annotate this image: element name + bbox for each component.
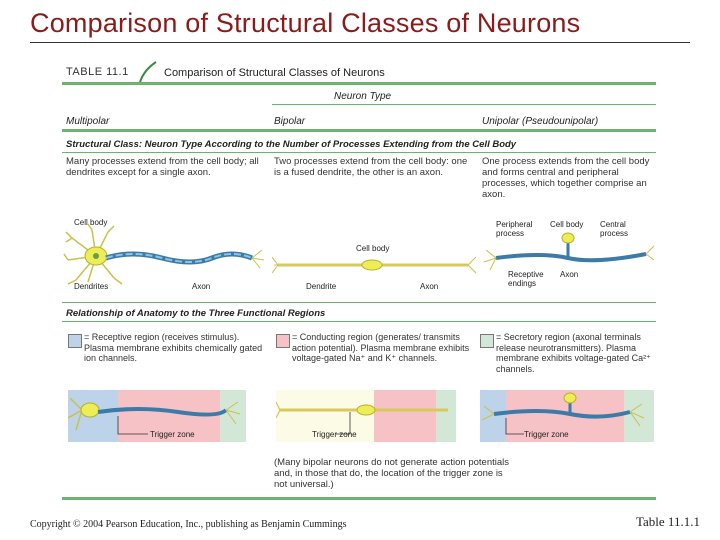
functional-rule <box>62 321 656 322</box>
unipolar-neuron-illustration <box>483 232 655 271</box>
functional-heading: Relationship of Anatomy to the Three Fun… <box>66 308 326 319</box>
multipolar-neuron-illustration <box>63 223 265 285</box>
multipolar-regions-illustration <box>68 390 246 442</box>
unipolar-axon-label: Axon <box>560 270 579 279</box>
multipolar-cell-body-label: Cell body <box>74 218 108 227</box>
unipolar-trigger-zone-label: Trigger zone <box>524 430 569 439</box>
unipolar-central-label: Central process <box>600 220 629 238</box>
functional-rule-top <box>62 302 656 303</box>
bipolar-regions-illustration <box>276 390 456 442</box>
receptive-swatch <box>68 334 82 348</box>
col-head-multipolar: Multipolar <box>66 116 110 127</box>
conducting-legend-text: = Conducting region (generates/ transmit… <box>292 332 470 363</box>
bipolar-desc: Two processes extend from the cell body:… <box>274 156 468 178</box>
col-head-unipolar: Unipolar (Pseudounipolar) <box>482 116 599 127</box>
multipolar-trigger-zone-label: Trigger zone <box>150 430 195 439</box>
unipolar-receptive-label: Receptive endings <box>508 270 544 288</box>
header-rule <box>272 104 656 105</box>
col-head-rule <box>62 129 656 132</box>
bipolar-axon-label: Axon <box>420 282 439 291</box>
multipolar-axon-label: Axon <box>192 282 211 291</box>
secretory-legend-text: = Secretory region (axonal terminals rel… <box>496 332 651 374</box>
bipolar-cell-body-label: Cell body <box>356 244 390 253</box>
slide-number: Table 11.1.1 <box>636 514 700 529</box>
table-bottom-rule <box>62 497 656 500</box>
structural-rule <box>62 152 656 153</box>
multipolar-desc: Many processes extend from the cell body… <box>66 156 259 178</box>
receptive-legend-text: = Receptive region (receives stimulus). … <box>84 332 263 363</box>
bipolar-trigger-zone-label: Trigger zone <box>312 430 357 439</box>
neuron-type-heading: Neuron Type <box>334 91 392 102</box>
unipolar-desc: One process extends from the cell body a… <box>482 156 650 200</box>
slide-title: Comparison of Structural Classes of Neur… <box>30 8 581 38</box>
bipolar-dendrite-label: Dendrite <box>306 282 337 291</box>
multipolar-dendrites-label: Dendrites <box>74 282 109 291</box>
conducting-swatch <box>276 334 290 348</box>
title-rule <box>30 42 690 43</box>
unipolar-cell-body-label: Cell body <box>550 220 584 229</box>
structural-heading: Structural Class: Neuron Type According … <box>66 139 517 150</box>
bipolar-neuron-illustration <box>272 256 477 274</box>
col-head-bipolar: Bipolar <box>274 116 306 127</box>
table-caption: Comparison of Structural Classes of Neur… <box>164 67 385 79</box>
copyright-text: Copyright © 2004 Pearson Education, Inc.… <box>30 519 347 530</box>
unipolar-peripheral-label: Peripheral process <box>496 220 533 238</box>
table-label: TABLE 11.1 <box>66 66 129 78</box>
bipolar-footnote: (Many bipolar neurons do not generate ac… <box>274 457 510 490</box>
table-top-rule <box>62 82 656 85</box>
table-swoosh-icon <box>139 61 157 83</box>
unipolar-regions-illustration <box>480 390 654 442</box>
secretory-swatch <box>480 334 494 348</box>
comparison-table: TABLE 11.1 Comparison of Structural Clas… <box>62 60 656 500</box>
